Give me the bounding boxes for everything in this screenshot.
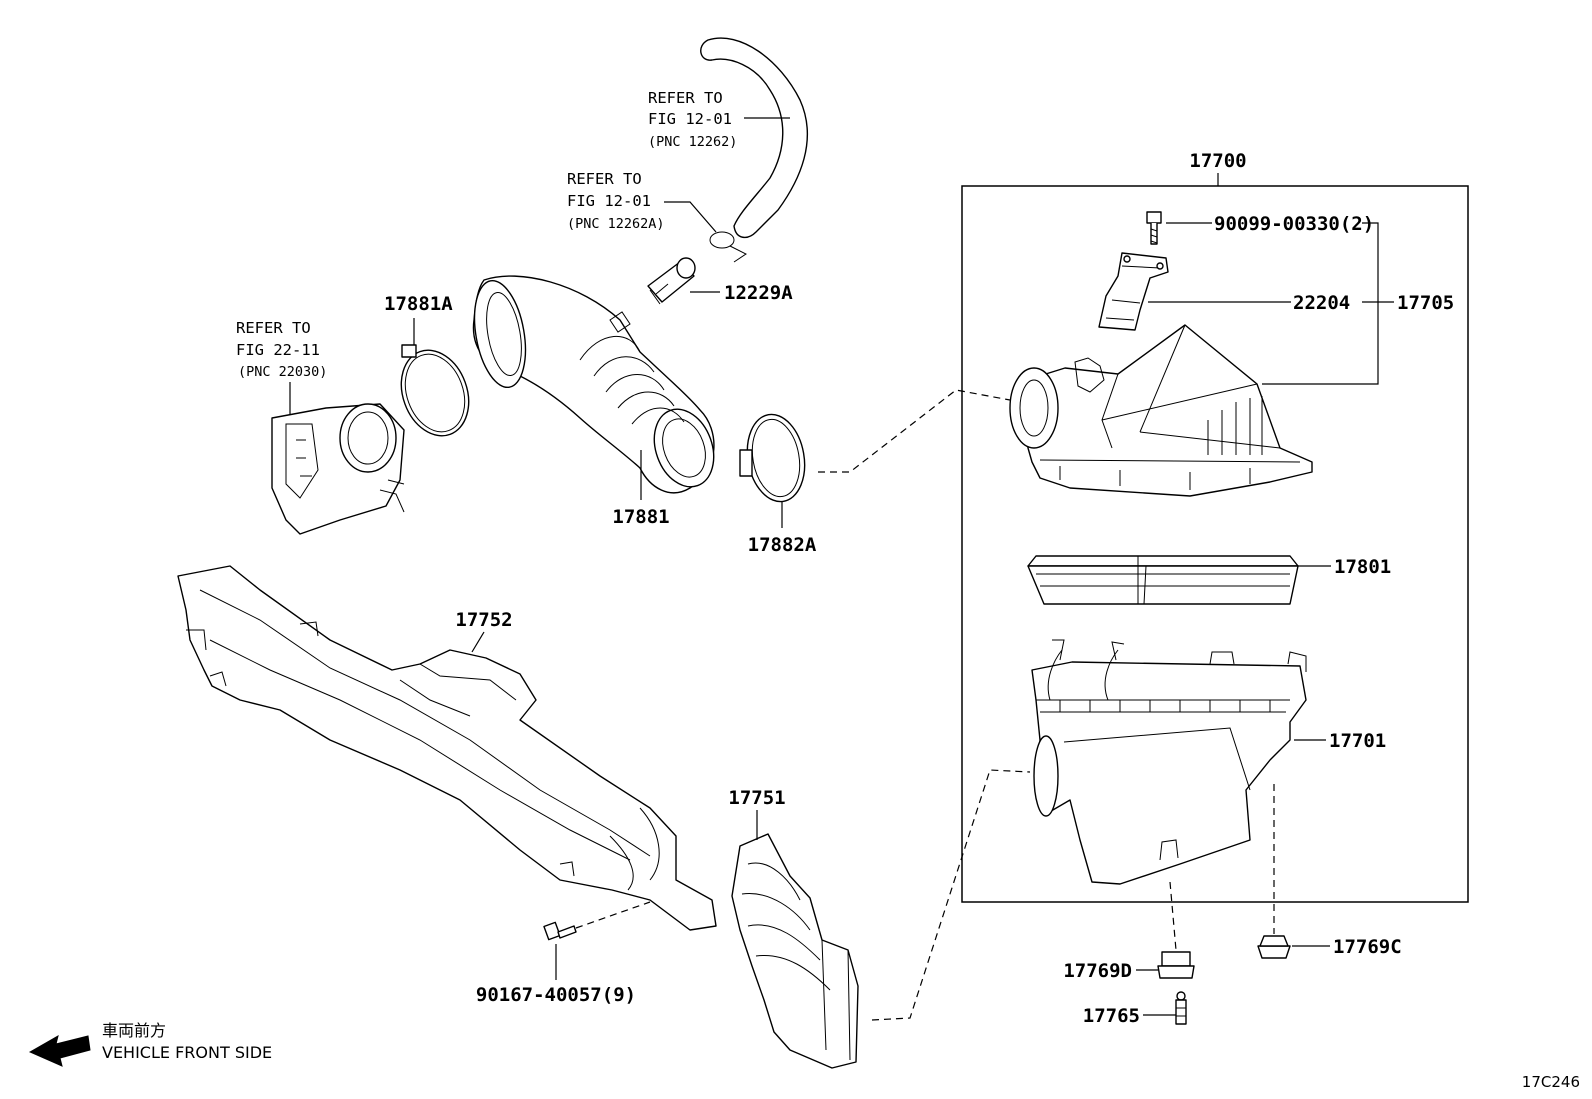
bolt-90167-icon <box>543 921 577 941</box>
callout-17769C[interactable]: 17769C <box>1333 936 1402 958</box>
figure-code: 17C246 <box>1522 1073 1580 1091</box>
mass-air-flow-sensor-22204 <box>1098 252 1169 331</box>
air-cleaner-case-17701 <box>1031 639 1307 885</box>
assembly-box-17700 <box>961 185 1469 903</box>
air-cleaner-cap-17705 <box>1009 324 1313 497</box>
reference-text-line: FIG 12-01 <box>567 192 651 210</box>
pin-17765-icon <box>1175 991 1187 1025</box>
grommet-17769d-icon <box>1157 951 1195 979</box>
arrow-left-icon <box>28 1034 91 1067</box>
callout-17751[interactable]: 17751 <box>728 787 785 809</box>
callout-17882A[interactable]: 17882A <box>748 534 817 556</box>
reference-text-line: FIG 12-01 <box>648 110 732 128</box>
callout-17765[interactable]: 17765 <box>1083 1005 1140 1027</box>
reference-text-line: (PNC 12262) <box>648 134 737 150</box>
hose-fitting-12229a <box>647 257 696 305</box>
throttle-body-22030 <box>271 403 405 535</box>
callout-90099-00330[interactable]: 90099-00330(2) <box>1214 213 1374 235</box>
air-filter-element-17801 <box>1027 555 1299 605</box>
callout-17801[interactable]: 17801 <box>1334 556 1391 578</box>
callout-17881[interactable]: 17881 <box>612 506 669 528</box>
callout-17881A[interactable]: 17881A <box>384 293 453 315</box>
reference-text-line: REFER TO <box>567 170 642 188</box>
callout-17700[interactable]: 17700 <box>1189 150 1246 172</box>
hose-clamp-17881a <box>400 344 470 437</box>
callout-12229A[interactable]: 12229A <box>724 282 793 304</box>
direction-note-english: VEHICLE FRONT SIDE <box>102 1043 272 1062</box>
breather-hose-12262 <box>700 37 808 239</box>
hose-clamp-12262a <box>709 231 747 263</box>
direction-note-japanese: 車両前方 <box>102 1021 166 1040</box>
callout-22204[interactable]: 22204 <box>1293 292 1350 314</box>
callout-90167-40057[interactable]: 90167-40057(9) <box>476 984 636 1006</box>
callout-17701[interactable]: 17701 <box>1329 730 1386 752</box>
intake-duct-17752 <box>177 565 717 931</box>
callout-17752[interactable]: 17752 <box>455 609 512 631</box>
reference-text-line: REFER TO <box>648 89 723 107</box>
intake-hose-17881 <box>472 275 715 494</box>
grommet-17769c-icon <box>1257 935 1291 959</box>
bolt-90099-icon <box>1146 211 1162 245</box>
callout-17769D[interactable]: 17769D <box>1063 960 1132 982</box>
reference-text-line: (PNC 22030) <box>238 364 327 380</box>
callout-17705[interactable]: 17705 <box>1397 292 1454 314</box>
reference-text-line: FIG 22-11 <box>236 341 320 359</box>
reference-text-line: REFER TO <box>236 319 311 337</box>
reference-text-line: (PNC 12262A) <box>567 216 665 232</box>
hose-clamp-17882a <box>739 413 806 503</box>
air-duct-17751 <box>731 833 859 1069</box>
